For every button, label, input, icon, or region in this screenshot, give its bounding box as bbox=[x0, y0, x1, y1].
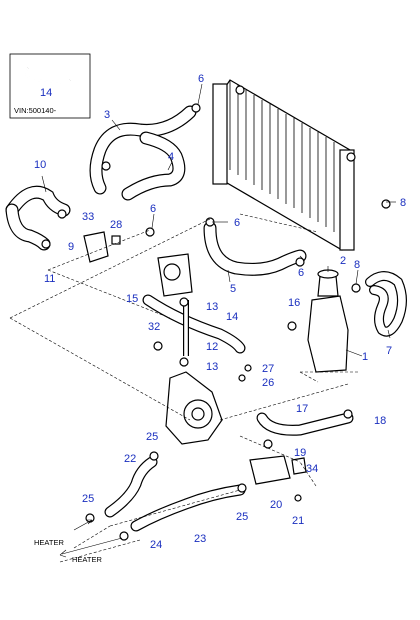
water-pump-housing bbox=[165, 371, 223, 445]
callout-6-left: 6 bbox=[150, 203, 156, 215]
hose-7 bbox=[365, 271, 407, 337]
hose-14 bbox=[142, 294, 246, 354]
callout-21: 21 bbox=[292, 515, 304, 527]
callout-27: 27 bbox=[262, 363, 274, 375]
callout-25-mid: 25 bbox=[236, 511, 248, 523]
callout-8-lower: 8 bbox=[354, 259, 360, 271]
callout-5: 5 bbox=[230, 283, 236, 295]
inset-panel: 14 VIN:500140- bbox=[9, 53, 91, 119]
callout-13-upper: 13 bbox=[206, 301, 218, 313]
callout-11: 11 bbox=[44, 273, 55, 285]
assembly-guide-lines bbox=[9, 213, 360, 563]
callout-33: 33 bbox=[82, 211, 94, 223]
inset-callout: 14 bbox=[40, 87, 52, 99]
callout-26: 26 bbox=[262, 377, 274, 389]
heater-valve bbox=[249, 455, 307, 485]
callout-10: 10 bbox=[34, 159, 46, 171]
callout-23: 23 bbox=[194, 533, 206, 545]
callout-32: 32 bbox=[148, 321, 160, 333]
callout-4: 4 bbox=[168, 151, 174, 163]
thermostat-housing bbox=[83, 231, 121, 263]
hose-23 bbox=[130, 484, 246, 532]
heater-arrows bbox=[59, 519, 123, 558]
callout-labels: 1 2 3 4 5 6 6 6 6 7 8 8 9 10 11 12 13 13… bbox=[34, 73, 406, 551]
upper-hose-3 bbox=[89, 105, 197, 195]
heater-label-upper: HEATER bbox=[34, 538, 64, 547]
callout-8-top: 8 bbox=[400, 197, 406, 209]
callout-7: 7 bbox=[386, 345, 392, 357]
callout-12: 12 bbox=[206, 341, 218, 353]
inset-vin-label: VIN:500140- bbox=[14, 106, 57, 115]
callout-18: 18 bbox=[374, 415, 386, 427]
callout-13-lower: 13 bbox=[206, 361, 218, 373]
callout-25-upper: 25 bbox=[146, 431, 158, 443]
heater-label-lower: HEATER bbox=[72, 555, 102, 564]
callout-19: 19 bbox=[294, 447, 306, 459]
hose-10 bbox=[5, 185, 71, 251]
callout-28: 28 bbox=[110, 219, 122, 231]
callout-6-mid: 6 bbox=[234, 217, 240, 229]
callout-3: 3 bbox=[104, 109, 110, 121]
radiator bbox=[212, 79, 356, 251]
leader-lines bbox=[41, 83, 396, 357]
hose-22 bbox=[104, 456, 158, 518]
callout-14: 14 bbox=[226, 311, 238, 323]
callout-9: 9 bbox=[68, 241, 74, 253]
throttle-body bbox=[157, 253, 193, 297]
callout-1: 1 bbox=[362, 351, 368, 363]
hose-5 bbox=[203, 221, 307, 276]
callout-15: 15 bbox=[126, 293, 138, 305]
callout-22: 22 bbox=[124, 453, 136, 465]
callout-17: 17 bbox=[296, 403, 308, 415]
callout-6-top: 6 bbox=[198, 73, 204, 85]
coolant-reservoir bbox=[307, 269, 349, 373]
callout-25-left: 25 bbox=[82, 493, 94, 505]
callout-6-right: 6 bbox=[298, 267, 304, 279]
callout-24: 24 bbox=[150, 539, 162, 551]
hose-4 bbox=[121, 131, 186, 201]
callout-34: 34 bbox=[306, 463, 318, 475]
hose-clamps bbox=[41, 103, 391, 541]
callout-16: 16 bbox=[288, 297, 300, 309]
callout-2: 2 bbox=[340, 255, 346, 267]
hose-17 bbox=[256, 412, 354, 436]
callout-20: 20 bbox=[270, 499, 282, 511]
